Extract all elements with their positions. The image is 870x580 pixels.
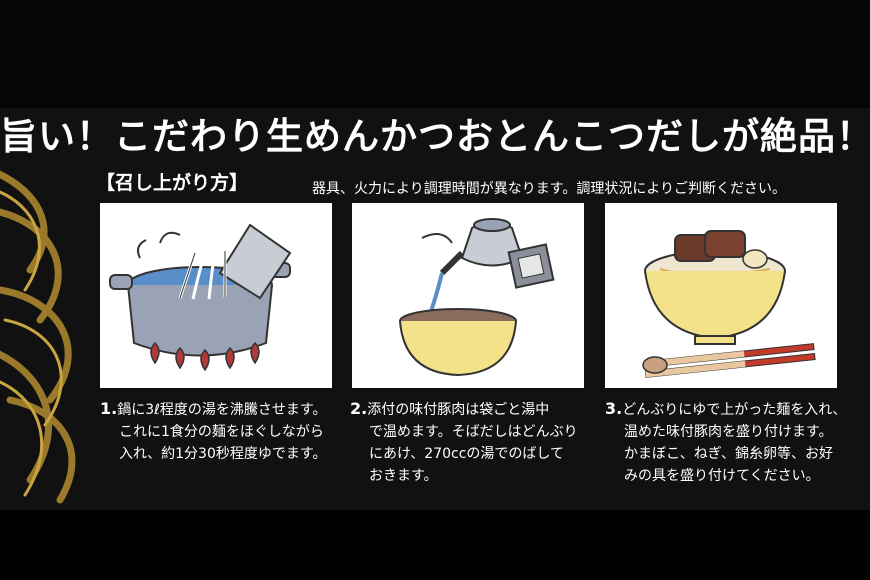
step-2: 2.添付の味付豚肉は袋ごと湯中 で温めます。そばだしはどんぶり にあけ、270c… (350, 398, 578, 487)
step-line: 入れ、約1分30秒程度ゆでます。 (119, 446, 327, 462)
step-number: 3. (605, 399, 623, 418)
step1-illustration (100, 203, 332, 388)
step-line: かまぼこ、ねぎ、錦糸卵等、お好 (624, 446, 834, 462)
step-line: 添付の味付豚肉は袋ごと湯中 (367, 402, 550, 418)
step-number: 2. (350, 399, 368, 418)
step-line: どんぶりにゆで上がった麺を入れ、 (622, 402, 847, 418)
gold-noodle-decoration (0, 170, 76, 504)
step-line: で温めます。そばだしはどんぶり (369, 424, 578, 440)
step-number: 1. (100, 399, 118, 418)
step-line: みの具を盛り付けてください。 (624, 468, 820, 484)
headline: 旨い！こだわり生めんかつおとんこつだしが絶品！！ (0, 115, 870, 158)
top-band (0, 0, 870, 108)
cooking-note: 器具、火力により調理時間が異なります。調理状況によりご判断ください。 (312, 181, 787, 197)
step-line: 鍋に3ℓ程度の湯を沸騰させます。 (117, 402, 327, 418)
step-line: これに1食分の麺をほぐしながら (119, 424, 324, 440)
step-line: 温めた味付豚肉を盛り付けます。 (624, 424, 833, 440)
step-1: 1.鍋に3ℓ程度の湯を沸騰させます。 これに1食分の麺をほぐしながら 入れ、約1… (100, 398, 327, 465)
section-label: 【召し上がり方】 (96, 172, 249, 194)
step-line: にあけ、270ccの湯でのばして (369, 446, 564, 462)
step-3: 3.どんぶりにゆで上がった麺を入れ、 温めた味付豚肉を盛り付けます。 かまぼこ、… (605, 398, 846, 487)
step3-illustration (605, 203, 837, 388)
step2-illustration (352, 203, 584, 388)
step-line: おきます。 (369, 468, 438, 484)
